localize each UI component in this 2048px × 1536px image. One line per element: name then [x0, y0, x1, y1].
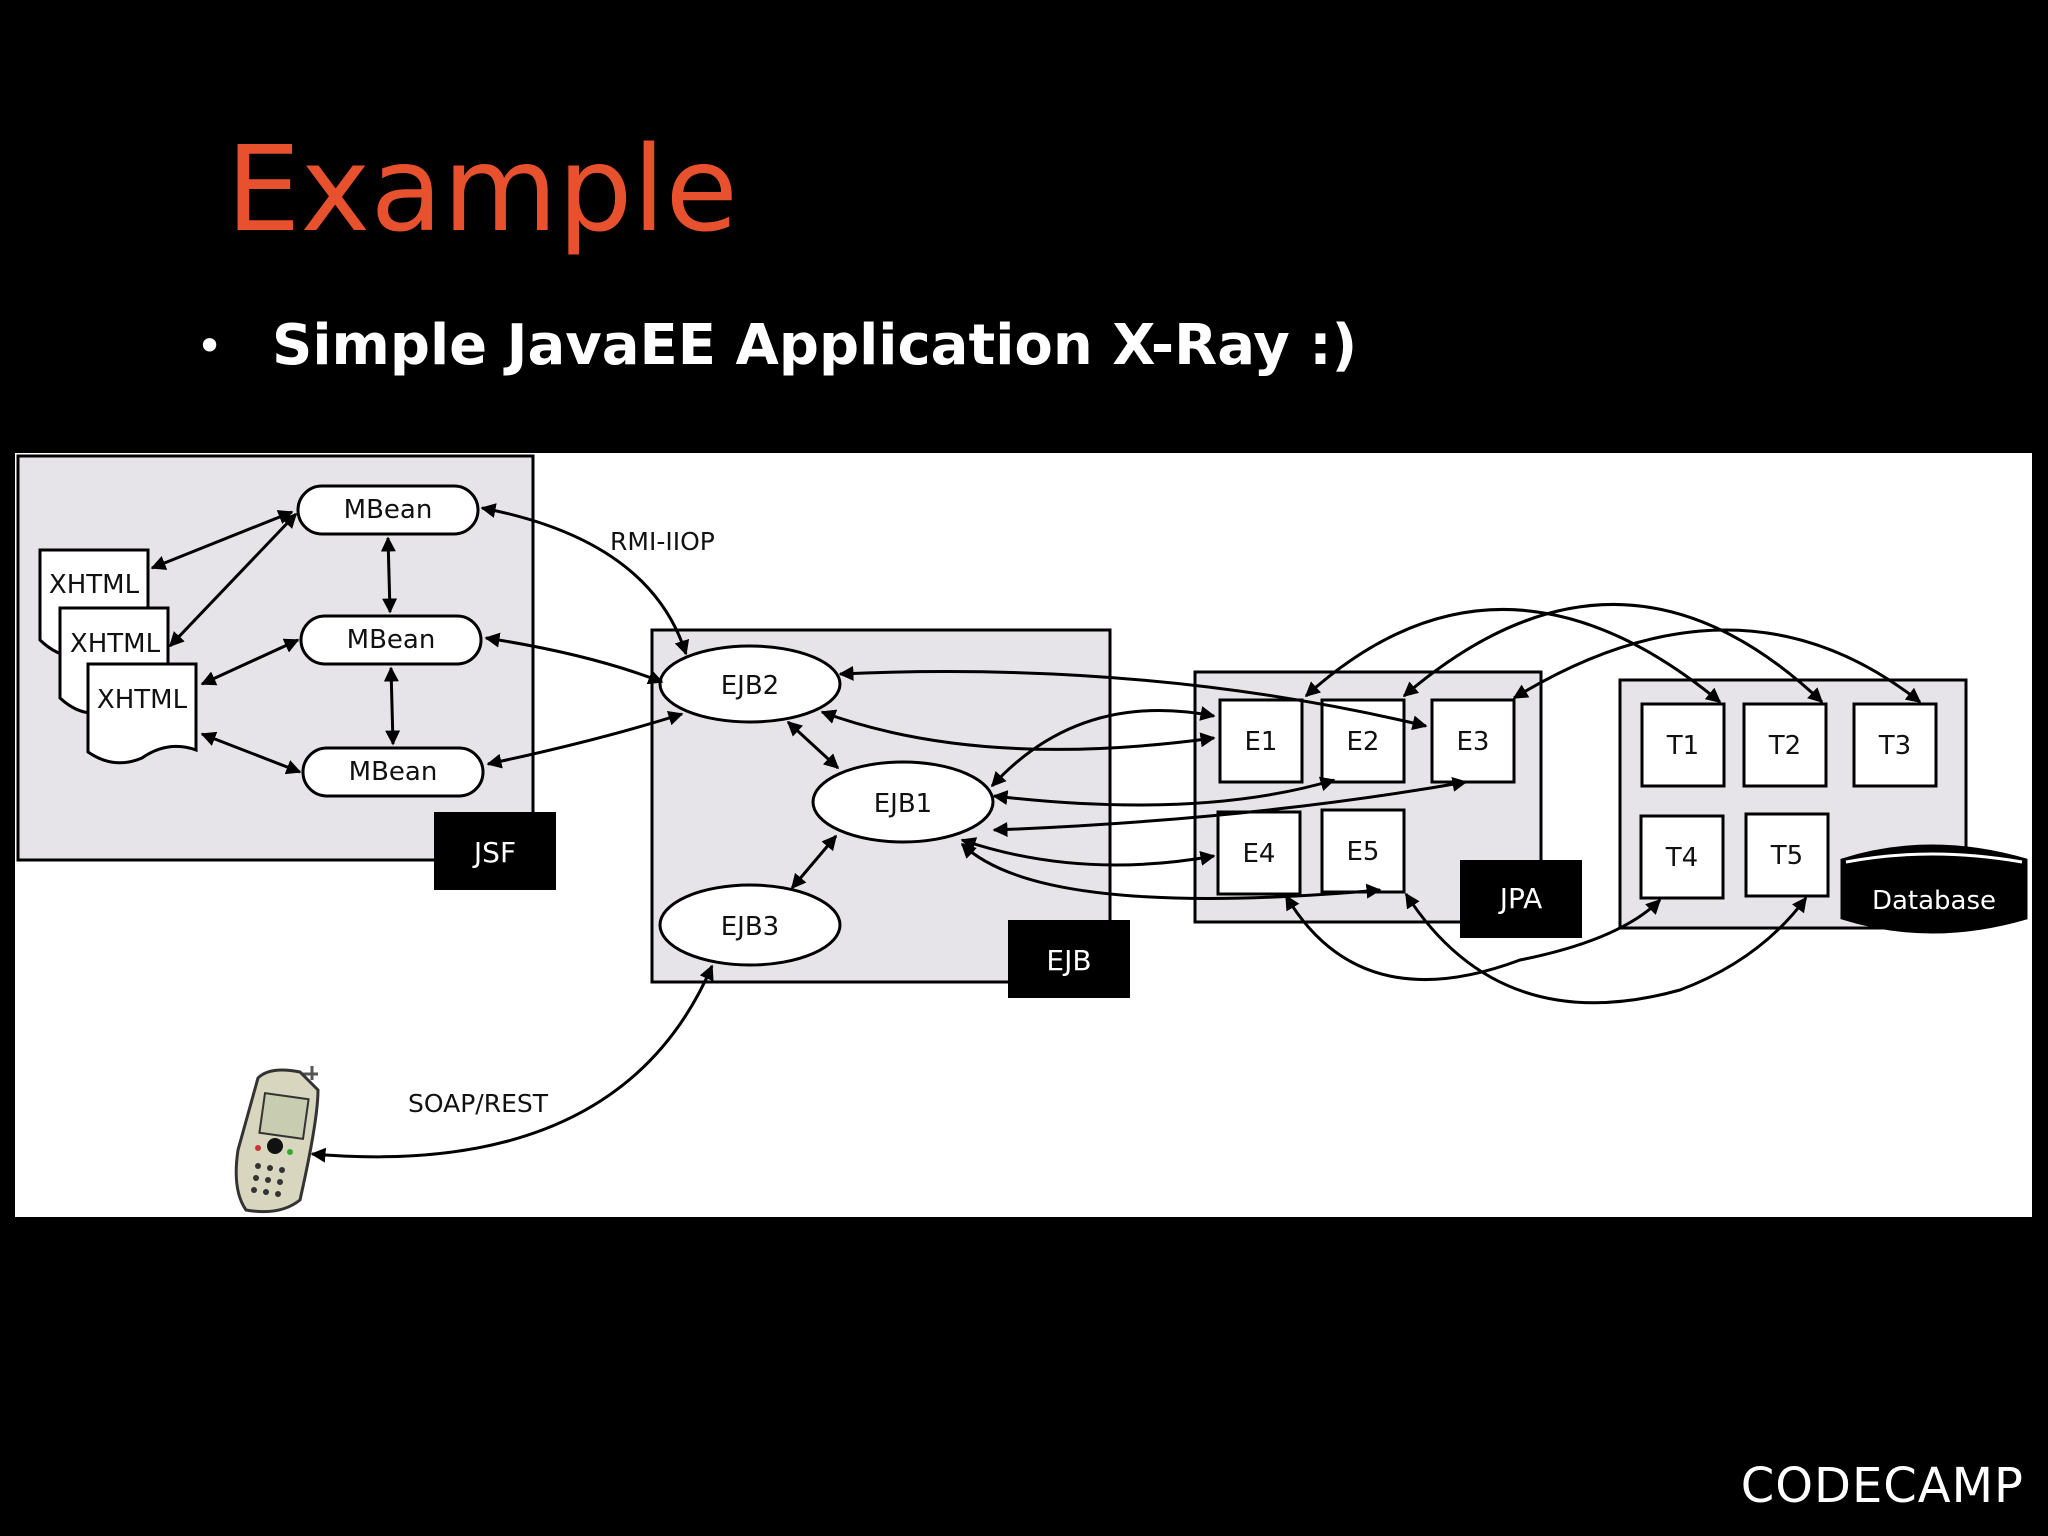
- bullet-item: • Simple JavaEE Application X-Ray :): [196, 318, 1357, 374]
- entity-label: E4: [1243, 839, 1276, 869]
- table-t3: T3: [1852, 702, 1938, 788]
- mbean-label: MBean: [349, 757, 438, 787]
- mbean-1: MBean: [296, 484, 480, 536]
- ejb-label-box: [1008, 920, 1130, 998]
- ejb1-node: EJB1: [811, 760, 995, 844]
- table-t5: T5: [1744, 812, 1830, 898]
- mbean-2: MBean: [299, 614, 483, 666]
- ejb2-node: EJB2: [658, 644, 842, 724]
- entity-label: E5: [1347, 837, 1380, 867]
- mobile-phone-icon: [234, 1066, 320, 1214]
- mbean-to-ejb-arrows: [480, 503, 690, 769]
- logo-text: CODECAMP: [1740, 1458, 2024, 1514]
- jsf-arrows: [150, 510, 401, 775]
- table-t1: T1: [1640, 702, 1726, 788]
- mbean-3: MBean: [301, 746, 485, 798]
- table-label: T2: [1768, 731, 1801, 761]
- jpa-label: JPA: [1498, 882, 1543, 915]
- entity-e4: E4: [1216, 810, 1302, 896]
- xhtml-label: XHTML: [97, 685, 188, 715]
- entity-label: E2: [1347, 727, 1380, 757]
- table-label: T1: [1666, 731, 1699, 761]
- ejb-node-label: EJB3: [721, 912, 779, 942]
- entity-label: E3: [1457, 727, 1490, 757]
- mbean-label: MBean: [344, 495, 433, 525]
- bullet-text: Simple JavaEE Application X-Ray :): [272, 313, 1358, 378]
- jsf-label-box: [434, 812, 556, 890]
- ejb3-node: EJB3: [658, 883, 842, 967]
- entity-e1: E1: [1218, 698, 1304, 784]
- xhtml-document-3: XHTML: [86, 662, 198, 765]
- table-label: T3: [1878, 731, 1911, 761]
- entity-label: E1: [1245, 727, 1278, 757]
- bullet-dot: •: [196, 319, 224, 373]
- jsf-label: JSF: [472, 836, 516, 869]
- database-label: Database: [1872, 886, 1996, 916]
- ejb-node-label: EJB1: [874, 789, 932, 819]
- soap-rest-label: SOAP/REST: [408, 1089, 549, 1118]
- database-icon: Database: [1840, 844, 2028, 934]
- slide-title: Example: [226, 120, 738, 258]
- xhtml-label: XHTML: [49, 570, 140, 600]
- mbean-label: MBean: [347, 625, 436, 655]
- entity-to-table-arrows: [1284, 603, 1922, 1005]
- ejb-arrows: [786, 720, 840, 890]
- ejb-label: EJB: [1046, 944, 1091, 977]
- ejb-node-label: EJB2: [721, 671, 779, 701]
- table-label: T5: [1770, 841, 1803, 871]
- table-t4: T4: [1639, 814, 1725, 900]
- rmi-iiop-label: RMI-IIOP: [610, 527, 715, 556]
- codecamp-logo: CODECAMP: [1741, 1458, 2024, 1514]
- ejb-to-entity-arrows: [820, 665, 1468, 900]
- entity-e3: E3: [1430, 698, 1516, 784]
- table-t2: T2: [1742, 702, 1828, 788]
- entity-e5: E5: [1320, 808, 1406, 894]
- table-label: T4: [1665, 843, 1698, 873]
- xhtml-label: XHTML: [70, 629, 161, 659]
- soap-rest-arrow: [310, 964, 714, 1163]
